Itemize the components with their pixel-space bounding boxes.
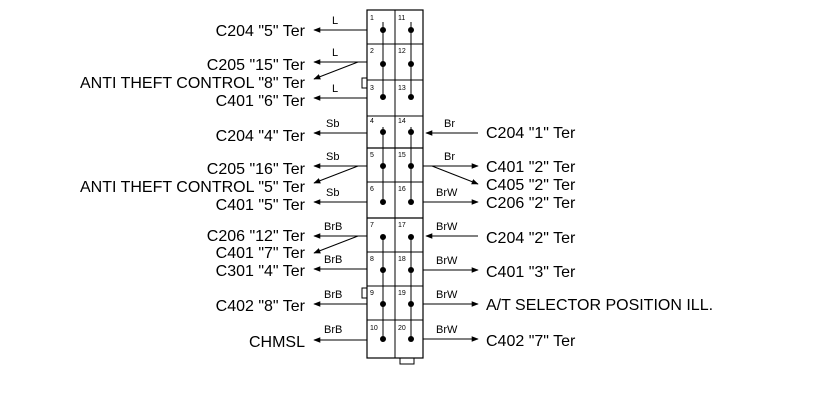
pin-number: 18 (398, 256, 406, 263)
right-terminal-labels: C204 "1" Ter C401 "2" Ter C405 "2" Ter C… (486, 125, 713, 350)
pin-number: 1 (370, 15, 374, 22)
wire-color: Sb (326, 151, 339, 163)
pin-number: 7 (370, 222, 374, 229)
terminal-label: C402 "7" Ter (486, 333, 576, 350)
pin-number: 5 (370, 152, 374, 159)
wire-color: BrW (436, 187, 458, 199)
pin-number: 3 (370, 85, 374, 92)
pin-number: 2 (370, 48, 374, 55)
wire-color: BrB (324, 289, 342, 301)
wire-color: Br (444, 118, 455, 130)
wire-color: BrW (436, 324, 458, 336)
pin-numbers: 1 2 3 4 5 6 7 8 9 10 11 12 13 14 15 16 1… (370, 15, 406, 332)
connector-block (361, 9, 424, 365)
pin-dot (408, 336, 414, 342)
wire-color: L (332, 83, 338, 95)
pin-dot (408, 234, 414, 240)
pin-number: 15 (398, 152, 406, 159)
pin-dots (380, 27, 414, 342)
terminal-label: ANTI THEFT CONTROL "8" Ter (80, 75, 306, 92)
pin-number: 12 (398, 48, 406, 55)
terminal-label: C401 "3" Ter (486, 264, 576, 281)
terminal-label: ANTI THEFT CONTROL "5" Ter (80, 179, 306, 196)
wire-color: BrW (436, 255, 458, 267)
wire-color: L (332, 47, 338, 59)
pin-number: 13 (398, 85, 406, 92)
terminal-label: C206 "12" Ter (207, 228, 306, 245)
terminal-label: C205 "15" Ter (207, 57, 306, 74)
pin-number: 20 (398, 325, 406, 332)
terminal-label: C402 "8" Ter (216, 298, 306, 315)
wire-color: Br (444, 151, 455, 163)
pin-dot (380, 163, 386, 169)
pin-dot (380, 336, 386, 342)
terminal-label: C405 "2" Ter (486, 177, 576, 194)
terminal-label: C204 "1" Ter (486, 125, 576, 142)
right-wire-colors: Br Br BrW BrW BrW BrW BrW (436, 118, 458, 336)
terminal-label: C204 "5" Ter (216, 23, 306, 40)
pin-number: 17 (398, 222, 406, 229)
terminal-label: C206 "2" Ter (486, 195, 576, 212)
wire-color: BrB (324, 324, 342, 336)
terminal-label: A/T SELECTOR POSITION ILL. (486, 297, 713, 314)
wire-color: Sb (326, 187, 339, 199)
right-wires (423, 130, 479, 342)
pin-dot (380, 234, 386, 240)
terminal-label: C204 "4" Ter (216, 128, 306, 145)
pin-number: 11 (398, 15, 405, 22)
pin-number: 19 (398, 290, 406, 297)
terminal-label: C401 "6" Ter (216, 93, 306, 110)
pin-number: 8 (370, 256, 374, 263)
left-terminal-labels: C204 "5" Ter C205 "15" Ter ANTI THEFT CO… (80, 23, 306, 351)
terminal-label: C401 "7" Ter (216, 245, 306, 262)
wire-color: BrW (436, 289, 458, 301)
pin-dot (408, 267, 414, 273)
pin-dot (380, 94, 386, 100)
terminal-label: C401 "2" Ter (486, 159, 576, 176)
wire-color: L (332, 15, 338, 27)
pin-dot (408, 129, 414, 135)
left-wires (313, 27, 367, 343)
pin-number: 4 (370, 118, 374, 125)
pin-number: 10 (370, 325, 378, 332)
terminal-label: CHMSL (249, 334, 305, 351)
pin-dot (380, 267, 386, 273)
wire-color: BrB (324, 221, 342, 233)
pin-dot (380, 27, 386, 33)
terminal-label: C205 "16" Ter (207, 161, 306, 178)
pin-number: 14 (398, 118, 406, 125)
pin-dot (380, 129, 386, 135)
pin-dot (408, 27, 414, 33)
pin-dot (408, 61, 414, 67)
pin-number: 16 (398, 186, 406, 193)
pin-dot (408, 301, 414, 307)
pin-number: 6 (370, 186, 374, 193)
pin-dot (408, 199, 414, 205)
terminal-label: C204 "2" Ter (486, 230, 576, 247)
wire-color: Sb (326, 118, 339, 130)
pin-number: 9 (370, 290, 374, 297)
pin-dot (408, 163, 414, 169)
pin-dot (380, 61, 386, 67)
terminal-label: C301 "4" Ter (216, 263, 306, 280)
wire-color: BrB (324, 254, 342, 266)
pin-dot (380, 199, 386, 205)
left-wire-colors: L L L Sb Sb Sb BrB BrB BrB BrB (324, 15, 342, 336)
pin-dot (380, 301, 386, 307)
terminal-label: C401 "5" Ter (216, 197, 306, 214)
pin-dot (408, 94, 414, 100)
wire-color: BrW (436, 221, 458, 233)
